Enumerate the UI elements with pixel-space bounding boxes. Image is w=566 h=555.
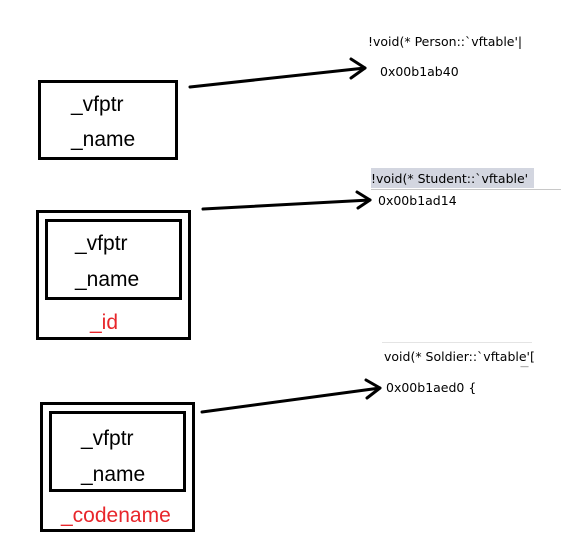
student-snippet-divider — [371, 189, 561, 190]
student-base-subobject-box: _vfptr _name — [45, 219, 182, 300]
student-vtable-label: !void(* Student::`vftable' — [371, 171, 529, 186]
student-name-field: _name — [75, 268, 140, 291]
soldier-vtable-label: void(* Soldier::`vftable'[ — [384, 349, 535, 364]
soldier-object-box: _vfptr _name _codename — [40, 402, 195, 532]
soldier-vfptr-arrow — [200, 386, 382, 414]
soldier-vfptr-field: _vfptr — [81, 427, 134, 450]
soldier-partial-mark: — — [520, 362, 529, 372]
soldier-base-subobject-box: _vfptr _name — [49, 411, 186, 492]
student-vfptr-arrowhead — [355, 190, 372, 210]
person-vtable-address: 0x00b1ab40 — [380, 64, 459, 79]
student-vtable-label-highlight — [371, 168, 534, 188]
soldier-vfptr-arrowhead — [364, 378, 382, 400]
student-id-field: _id — [90, 311, 119, 334]
soldier-snippet-top-edge — [382, 342, 532, 343]
person-object-box: _vfptr _name — [38, 80, 178, 160]
soldier-vtable-address: 0x00b1aed0 { — [386, 380, 477, 395]
person-vfptr-arrow — [188, 66, 367, 89]
person-vtable-label: !void(* Person::`vftable'| — [368, 34, 523, 49]
student-vtable-address: 0x00b1ad14 — [378, 193, 457, 208]
person-vfptr-field: _vfptr — [71, 93, 124, 116]
student-object-box: _vfptr _name _id — [36, 210, 191, 340]
student-vfptr-field: _vfptr — [75, 232, 128, 255]
student-vfptr-arrow — [201, 198, 372, 211]
soldier-codename-field: _codename — [61, 504, 171, 527]
soldier-name-field: _name — [81, 463, 146, 486]
person-vfptr-arrowhead — [349, 57, 367, 80]
person-name-field: _name — [71, 128, 136, 151]
